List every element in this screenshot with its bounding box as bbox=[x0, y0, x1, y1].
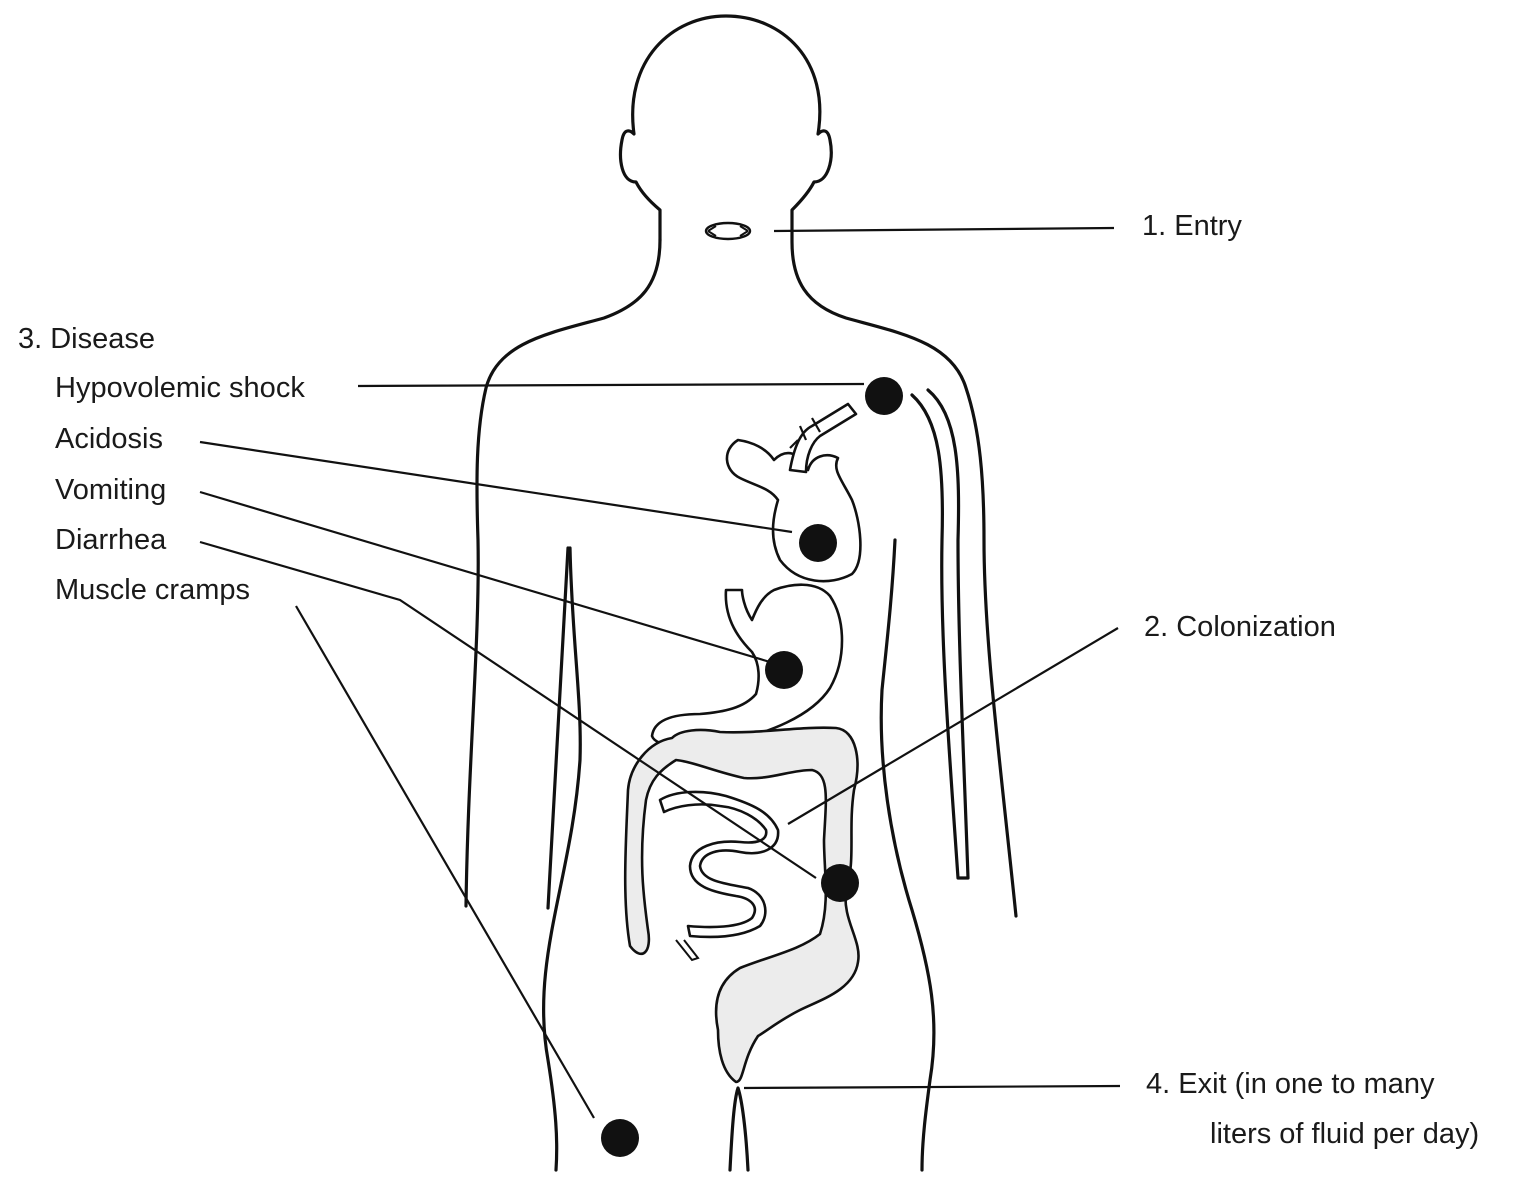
label-colonization: 2. Colonization bbox=[1144, 613, 1336, 642]
crotch bbox=[730, 1088, 748, 1170]
leader-hypovolemic-shock bbox=[358, 384, 864, 386]
leader-entry bbox=[774, 228, 1114, 231]
stomach-icon bbox=[652, 585, 842, 746]
torso-right-side bbox=[881, 540, 934, 1170]
leader-vomiting bbox=[200, 492, 770, 662]
label-muscle-cramps: Muscle cramps bbox=[55, 576, 250, 605]
marker-hypovolemic-shock bbox=[865, 377, 903, 415]
label-acidosis: Acidosis bbox=[55, 425, 163, 454]
marker-acidosis bbox=[799, 524, 837, 562]
label-disease-header: 3. Disease bbox=[18, 325, 155, 354]
marker-muscle-cramps bbox=[601, 1119, 639, 1157]
arm-right-inner bbox=[912, 390, 968, 878]
mouth-icon bbox=[706, 223, 750, 239]
label-exit-line1: 4. Exit (in one to many bbox=[1146, 1070, 1435, 1099]
marker-vomiting bbox=[765, 651, 803, 689]
label-hypovolemic-shock: Hypovolemic shock bbox=[55, 374, 305, 403]
leader-exit bbox=[744, 1086, 1120, 1088]
large-intestine-icon bbox=[625, 728, 858, 1082]
label-exit-line2: liters of fluid per day) bbox=[1210, 1120, 1479, 1149]
marker-diarrhea bbox=[821, 864, 859, 902]
label-entry: 1. Entry bbox=[1142, 212, 1242, 241]
label-vomiting: Vomiting bbox=[55, 476, 166, 505]
label-diarrhea: Diarrhea bbox=[55, 526, 166, 555]
